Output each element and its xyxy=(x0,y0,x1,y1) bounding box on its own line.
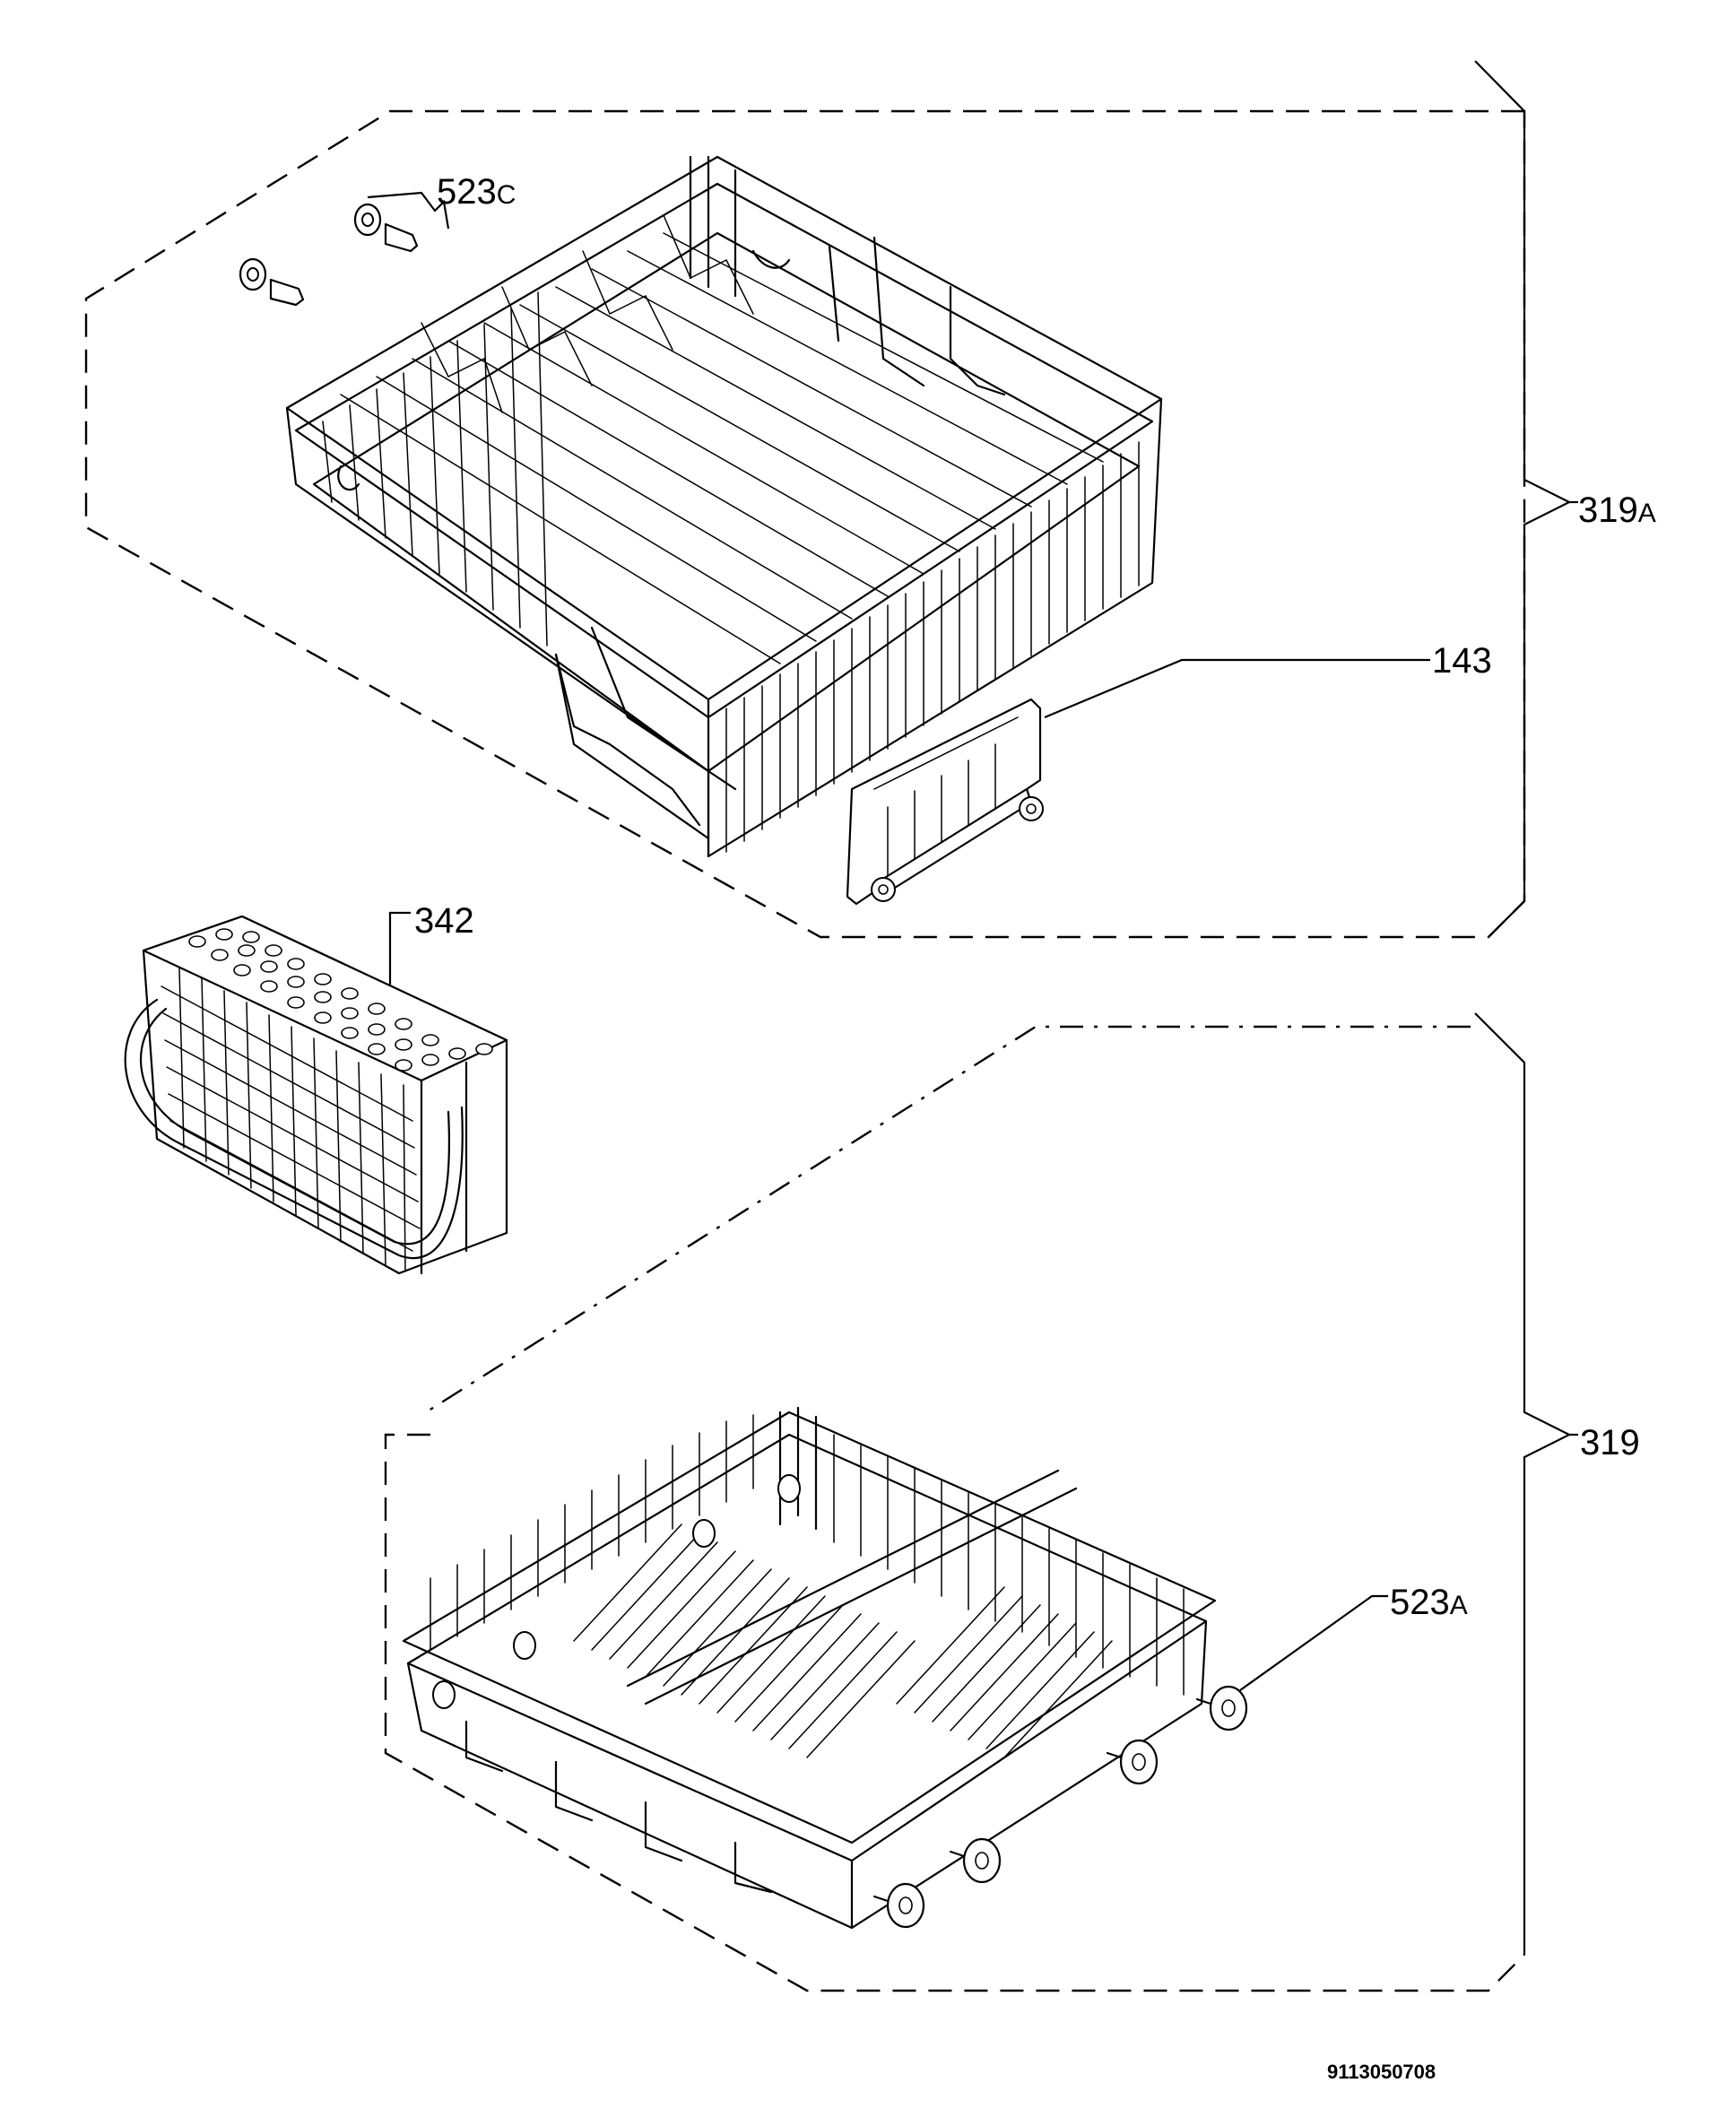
upper-basket-assembly-group: 319A xyxy=(84,60,1656,939)
callout-319: 319 xyxy=(1580,1423,1640,1462)
lower-assembly-boundary xyxy=(425,1025,1471,1414)
lower-assembly-boundary-lower xyxy=(384,1433,1525,1992)
wheel-3 xyxy=(949,1837,1002,1884)
callout-143: 143 xyxy=(1432,641,1492,681)
lower-basket-rack xyxy=(402,1406,1217,1930)
callout-342: 342 xyxy=(414,901,474,941)
lid-holes xyxy=(188,928,493,1072)
upper-basket-rack xyxy=(285,155,1163,858)
upper-assembly-boundary xyxy=(84,109,1526,939)
bracket-319 xyxy=(1474,1012,1572,1955)
wheel-2 xyxy=(1106,1739,1159,1785)
callout-523a: 523A xyxy=(1390,1583,1468,1622)
part-523c: 523C xyxy=(239,172,516,307)
wheel-1 xyxy=(1195,1685,1248,1731)
part-143: 143 xyxy=(846,641,1492,906)
bracket-319a xyxy=(1474,60,1572,938)
document-number: 9113050708 xyxy=(1327,2061,1436,2083)
callout-523c: 523C xyxy=(437,172,516,212)
callout-319a: 319A xyxy=(1578,490,1656,530)
wheel-4 xyxy=(872,1882,925,1929)
cutlery-basket-342: 342 xyxy=(124,901,508,1275)
part-523a: 523A xyxy=(872,1583,1468,1929)
lower-basket-assembly-group: 319 523A xyxy=(384,1012,1640,1992)
